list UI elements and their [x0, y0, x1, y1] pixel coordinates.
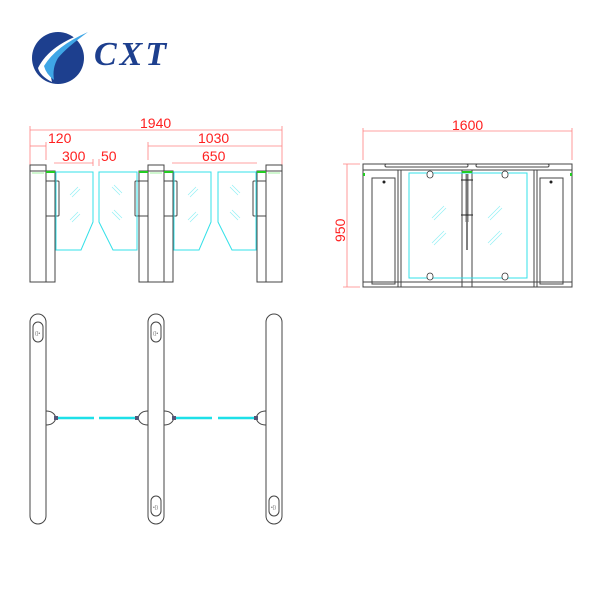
dim-side-height: 950 — [332, 218, 348, 242]
svg-text:((•: ((• — [35, 331, 40, 337]
dim-passage-width: 650 — [202, 148, 226, 164]
cxt-swoosh-logo-icon — [32, 32, 88, 84]
brand-name: CXT — [94, 36, 170, 73]
top-view: ((• ((• •)) •)) — [29, 313, 283, 525]
front-view: 1940 120 300 50 1030 650 — [29, 115, 283, 283]
dim-side-width: 1600 — [452, 117, 483, 133]
dim-lane-width: 1030 — [198, 130, 229, 146]
side-view: 1600 950 — [332, 117, 573, 288]
dim-post-width: 120 — [48, 130, 72, 146]
dim-wing-width: 300 — [62, 148, 86, 164]
dim-wing-gap: 50 — [101, 148, 117, 164]
svg-text:((•: ((• — [153, 331, 158, 337]
svg-text:•)): •)) — [271, 505, 276, 511]
dim-total-width: 1940 — [140, 115, 171, 131]
brand-logo: CXT — [30, 26, 190, 90]
svg-text:•)): •)) — [153, 505, 158, 511]
